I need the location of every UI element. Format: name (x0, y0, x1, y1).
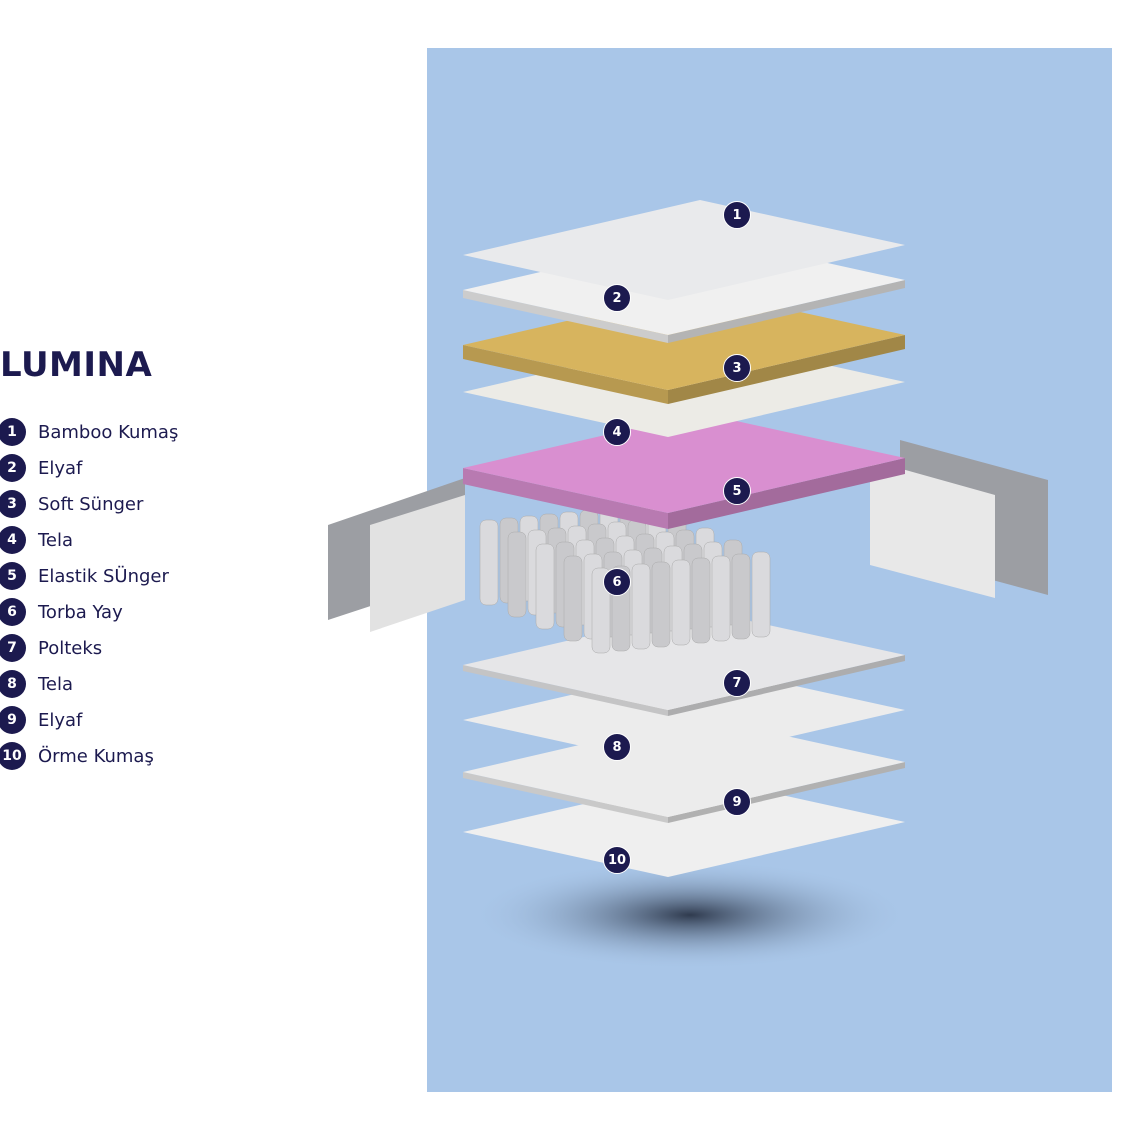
legend-label: Tela (38, 673, 74, 695)
pocket-spring (507, 531, 527, 618)
layer-8-surface (463, 665, 905, 765)
pocket-spring (535, 543, 555, 630)
layer-side-front (463, 665, 668, 716)
legend-number-badge: 9 (0, 706, 26, 734)
pocket-spring (631, 563, 651, 650)
legend-label: Polteks (38, 637, 103, 659)
legend-number-badge: 5 (0, 562, 26, 590)
pocket-spring (731, 553, 751, 640)
legend-number-badge: 1 (0, 418, 26, 446)
legend-item: 7 Polteks (0, 630, 178, 666)
legend-number-badge: 8 (0, 670, 26, 698)
layer-side-front (463, 345, 668, 404)
layer-number-badge: 7 (723, 669, 751, 697)
legend-item: 4 Tela (0, 522, 178, 558)
layer-7-surface (463, 610, 905, 710)
legend-item: 2 Elyaf (0, 450, 178, 486)
layer-side-front (463, 290, 668, 343)
layer-side-right (668, 335, 905, 404)
layer-side-front (463, 772, 668, 823)
legend-label: Elyaf (38, 709, 83, 731)
layer-1-surface (463, 200, 905, 300)
legend-number-badge: 4 (0, 526, 26, 554)
layer-number-badge: 9 (723, 788, 751, 816)
legend-label: Örme Kumaş (38, 745, 154, 767)
legend-number-badge: 10 (0, 742, 26, 770)
side-panel-right-inner (870, 460, 995, 598)
layer-number-badge: 4 (603, 418, 631, 446)
legend-item: 6 Torba Yay (0, 594, 178, 630)
legend-label: Elyaf (38, 457, 83, 479)
layer-side-right (668, 655, 905, 716)
layer-side-right (668, 280, 905, 343)
legend-item: 10 Örme Kumaş (0, 738, 178, 774)
legend-number-badge: 3 (0, 490, 26, 518)
layer-side-right (668, 458, 905, 529)
legend-label: Elastik SÜnger (38, 565, 169, 587)
product-title: LUMINA (0, 345, 153, 385)
layer-9-surface (463, 717, 905, 817)
layer-3-surface (463, 290, 905, 390)
pocket-spring (479, 519, 499, 606)
pocket-spring (691, 557, 711, 644)
legend-item: 3 Soft Sünger (0, 486, 178, 522)
legend-item: 5 Elastik SÜnger (0, 558, 178, 594)
side-panel-left-inner (370, 495, 465, 632)
layer-side-front (463, 468, 668, 529)
pocket-spring (563, 555, 583, 642)
layer-5-surface (463, 413, 905, 513)
legend-number-badge: 6 (0, 598, 26, 626)
layer-number-badge: 1 (723, 201, 751, 229)
legend-number-badge: 2 (0, 454, 26, 482)
floor-shadow (470, 860, 910, 970)
layer-number-badge: 10 (603, 846, 631, 874)
legend-item: 8 Tela (0, 666, 178, 702)
pocket-spring (671, 559, 691, 646)
layer-number-badge: 2 (603, 284, 631, 312)
legend-label: Soft Sünger (38, 493, 144, 515)
pocket-spring (711, 555, 731, 642)
layer-10-surface (463, 777, 905, 877)
legend-number-badge: 7 (0, 634, 26, 662)
legend-item: 9 Elyaf (0, 702, 178, 738)
legend-item: 1 Bamboo Kumaş (0, 414, 178, 450)
layer-number-badge: 6 (603, 568, 631, 596)
pocket-spring (751, 551, 771, 638)
layer-number-badge: 3 (723, 354, 751, 382)
legend-label: Tela (38, 529, 74, 551)
pocket-spring (651, 561, 671, 648)
layer-number-badge: 5 (723, 477, 751, 505)
legend-label: Torba Yay (38, 601, 123, 623)
legend-label: Bamboo Kumaş (38, 421, 179, 443)
layer-number-badge: 8 (603, 733, 631, 761)
